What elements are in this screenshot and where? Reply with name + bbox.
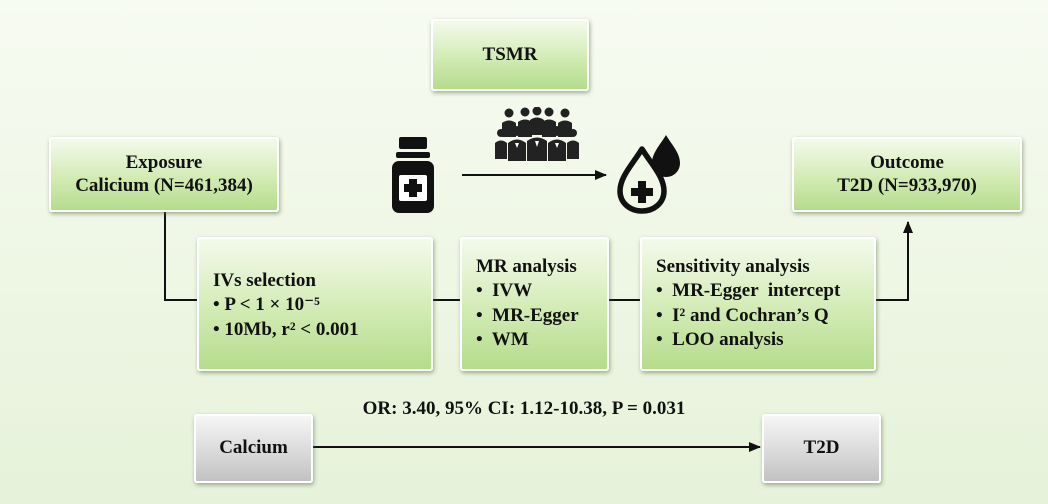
t2d-box: T2D <box>762 414 881 483</box>
exposure-box: Exposure Calicium (N=461,384) <box>49 137 279 212</box>
calcium-box: Calcium <box>194 414 313 483</box>
exposure-to-ivs-line <box>164 212 197 301</box>
tsmr-box: TSMR <box>431 19 589 91</box>
t2d-label: T2D <box>803 437 840 459</box>
mr-item: • MR-Egger <box>476 304 579 326</box>
mr-item: • IVW <box>476 280 533 302</box>
ivs-title: IVs selection <box>213 270 316 291</box>
mr-item: • WM <box>476 328 529 350</box>
ivs-selection-box: IVs selection • P < 1 × 10⁻⁵ • 10Mb, r² … <box>197 237 433 371</box>
outcome-box: Outcome T2D (N=933,970) <box>792 137 1022 212</box>
outcome-detail: T2D (N=933,970) <box>837 174 977 196</box>
outcome-title: Outcome <box>870 151 944 173</box>
exposure-detail: Calicium (N=461,384) <box>75 174 253 196</box>
sensitivity-item: • MR-Egger intercept <box>656 280 841 302</box>
blood-drop-icon <box>617 135 680 214</box>
tsmr-label: TSMR <box>482 43 538 65</box>
result-statistics: OR: 3.40, 95% CI: 1.12-10.38, P = 0.031 <box>362 398 686 419</box>
mr-analysis-box: MR analysis • IVW • MR-Egger • WM <box>460 237 609 371</box>
calcium-label: Calcium <box>219 437 288 459</box>
mr-title: MR analysis <box>476 256 577 277</box>
sensitivity-analysis-box: Sensitivity analysis • MR-Egger intercep… <box>640 237 876 371</box>
sensitivity-item: • LOO analysis <box>656 328 784 350</box>
medicine-bottle-icon <box>392 137 434 213</box>
sensitivity-to-outcome-arrow <box>876 221 913 301</box>
sensitivity-item: • I² and Cochran’s Q <box>656 304 829 326</box>
sensitivity-title: Sensitivity analysis <box>656 256 810 277</box>
exposure-title: Exposure <box>125 151 203 173</box>
people-crowd-icon <box>495 107 579 161</box>
ivs-item: • 10Mb, r² < 0.001 <box>213 318 359 340</box>
ivs-item: • P < 1 × 10⁻⁵ <box>213 294 320 316</box>
